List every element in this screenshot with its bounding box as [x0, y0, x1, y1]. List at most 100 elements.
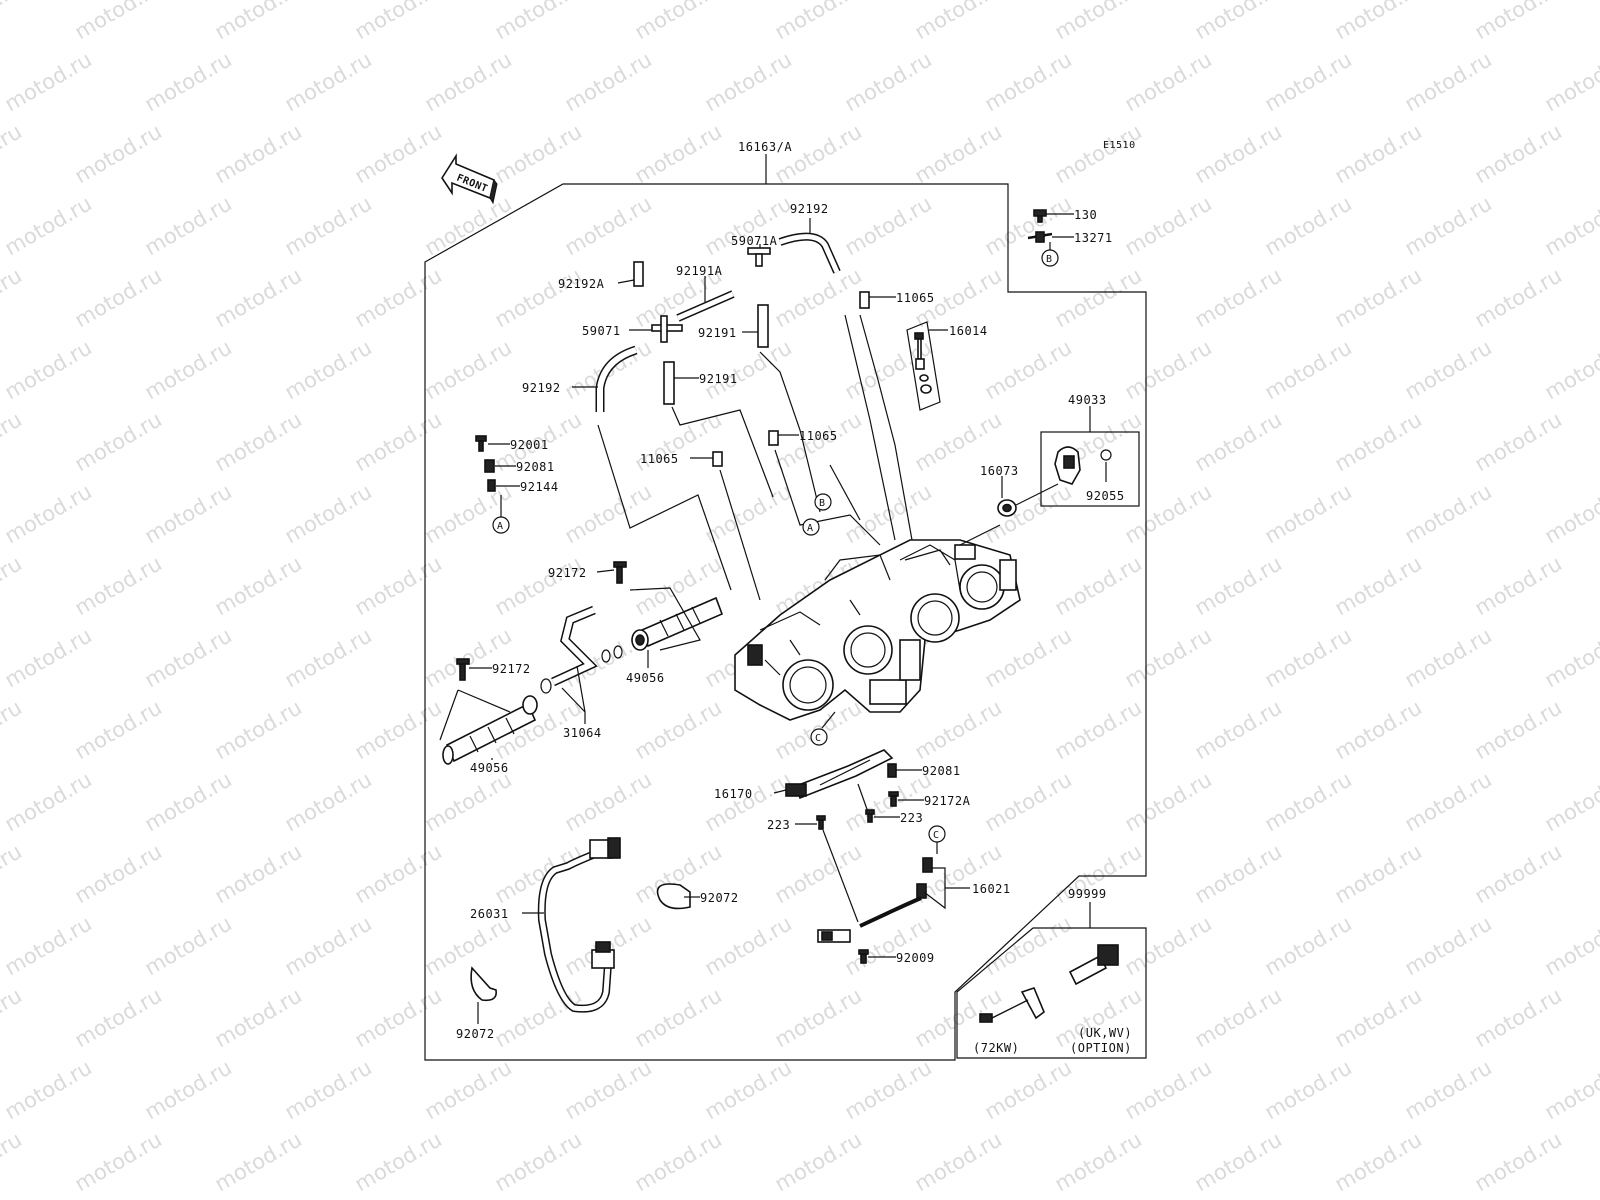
part-label-92144: 92144 [520, 480, 559, 494]
clamp-13271 [1027, 231, 1053, 243]
bracket-line [629, 587, 701, 651]
part-label-223-left: 223 [767, 818, 790, 832]
sensor-bracket-16170 [785, 749, 894, 800]
box-49033 [1040, 431, 1140, 507]
ref-circle-c-mid: C [810, 728, 828, 746]
screw-92172a [888, 791, 899, 807]
throttle-body-assembly [734, 539, 1021, 721]
part-label-92192-top: 92192 [790, 202, 829, 216]
option-72kw-label: (72KW) [973, 1041, 1019, 1055]
cap-11065-left [712, 451, 723, 467]
part-label-49056-right: 49056 [626, 671, 665, 685]
part-label-92072-mid: 92072 [700, 891, 739, 905]
part-label-92081-top: 92081 [516, 460, 555, 474]
part-label-99999: 99999 [1068, 887, 1107, 901]
part-label-49033: 49033 [1068, 393, 1107, 407]
hose-92191-low [663, 361, 675, 405]
ref-circle-a-mid: A [802, 518, 820, 536]
option-restrictor-plate [979, 987, 1045, 1023]
part-label-16073: 16073 [980, 464, 1019, 478]
screw-92009 [858, 949, 869, 964]
clamp-92072-mid [656, 883, 691, 910]
option-region-label: (UK,WV) [1078, 1026, 1132, 1040]
part-label-223-right: 223 [900, 811, 923, 825]
screw-92172-top [613, 561, 627, 584]
part-label-16163a: 16163/A [738, 140, 792, 154]
part-label-92191a: 92191A [676, 264, 723, 278]
screw-assembly-16014 [906, 321, 941, 411]
part-label-92192-left: 92192 [522, 381, 561, 395]
sensor-49033 [1054, 446, 1081, 485]
ref-circle-a-left: A [492, 516, 510, 534]
svg-text:B: B [1046, 254, 1053, 265]
part-label-11065-left: 11065 [640, 452, 679, 466]
part-label-13271: 13271 [1074, 231, 1113, 245]
part-label-92172a: 92172A [924, 794, 971, 808]
screw-92001 [475, 435, 487, 452]
leader-line [959, 524, 1001, 546]
spring-92144 [487, 479, 496, 492]
option-label: (OPTION) [1070, 1041, 1132, 1055]
fuel-rail-49056-right [631, 596, 724, 651]
part-label-92191-low: 92191 [699, 372, 738, 386]
fuel-pipe-31064 [540, 605, 623, 694]
clamp-92072-bot [470, 966, 498, 1002]
spring-92081-bot [887, 763, 897, 778]
label-line [576, 665, 586, 713]
cap-11065-top [859, 291, 870, 309]
leader-line [857, 783, 869, 813]
hose-92192a [633, 261, 644, 287]
svg-text:B: B [819, 498, 826, 509]
part-label-92172-top: 92172 [548, 566, 587, 580]
leader-line [822, 829, 859, 923]
label-line [923, 867, 970, 910]
part-label-92172-left: 92172 [492, 662, 531, 676]
front-arrow-icon: FRONT [441, 153, 498, 205]
svg-text:C: C [933, 830, 940, 841]
part-label-92192a: 92192A [558, 277, 605, 291]
screw-92172-left [456, 658, 470, 681]
hose-92192-top-inner [779, 234, 840, 274]
ref-circle-c-low: C [928, 825, 946, 843]
part-label-130: 130 [1074, 208, 1097, 222]
cap-11065-mid [768, 430, 779, 446]
part-label-92001: 92001 [510, 438, 549, 452]
leader-line [1015, 483, 1059, 506]
part-label-92055: 92055 [1086, 489, 1125, 503]
option-box [956, 927, 1147, 1059]
part-label-59071a: 59071A [731, 234, 778, 248]
part-label-11065-mid: 11065 [799, 429, 838, 443]
part-label-26031: 26031 [470, 907, 509, 921]
label-line [773, 789, 787, 794]
part-label-92191-mid: 92191 [698, 326, 737, 340]
label-line [617, 279, 635, 284]
screw-223-right [865, 809, 875, 823]
o-ring-92055 [1100, 449, 1112, 461]
part-label-92009: 92009 [896, 951, 935, 965]
label-line [821, 711, 836, 729]
bracket-line [439, 689, 511, 741]
harness-26031 [537, 837, 621, 1013]
diagram-code: E1510 [1103, 140, 1136, 151]
hose-92191a-inner [677, 291, 734, 321]
option-plug-99999 [1068, 944, 1119, 986]
part-label-59071: 59071 [582, 324, 621, 338]
fuel-rail-49056-left [442, 695, 538, 765]
ref-circle-b: B [1041, 249, 1059, 267]
hose-92192-left-inner [597, 347, 637, 412]
part-label-16014: 16014 [949, 324, 988, 338]
part-label-92081-bot: 92081 [922, 764, 961, 778]
part-label-49056-left: 49056 [470, 761, 509, 775]
hose-routing-lines [597, 314, 913, 601]
screw-223-left [816, 815, 826, 830]
spring-92081-top [484, 459, 495, 473]
t-fitting-59071a [747, 247, 771, 267]
ring-16073 [997, 499, 1017, 517]
svg-text:A: A [497, 521, 504, 532]
svg-text:A: A [807, 523, 814, 534]
main-outline [424, 183, 1147, 1061]
label-line [596, 569, 615, 573]
svg-text:C: C [815, 733, 822, 744]
